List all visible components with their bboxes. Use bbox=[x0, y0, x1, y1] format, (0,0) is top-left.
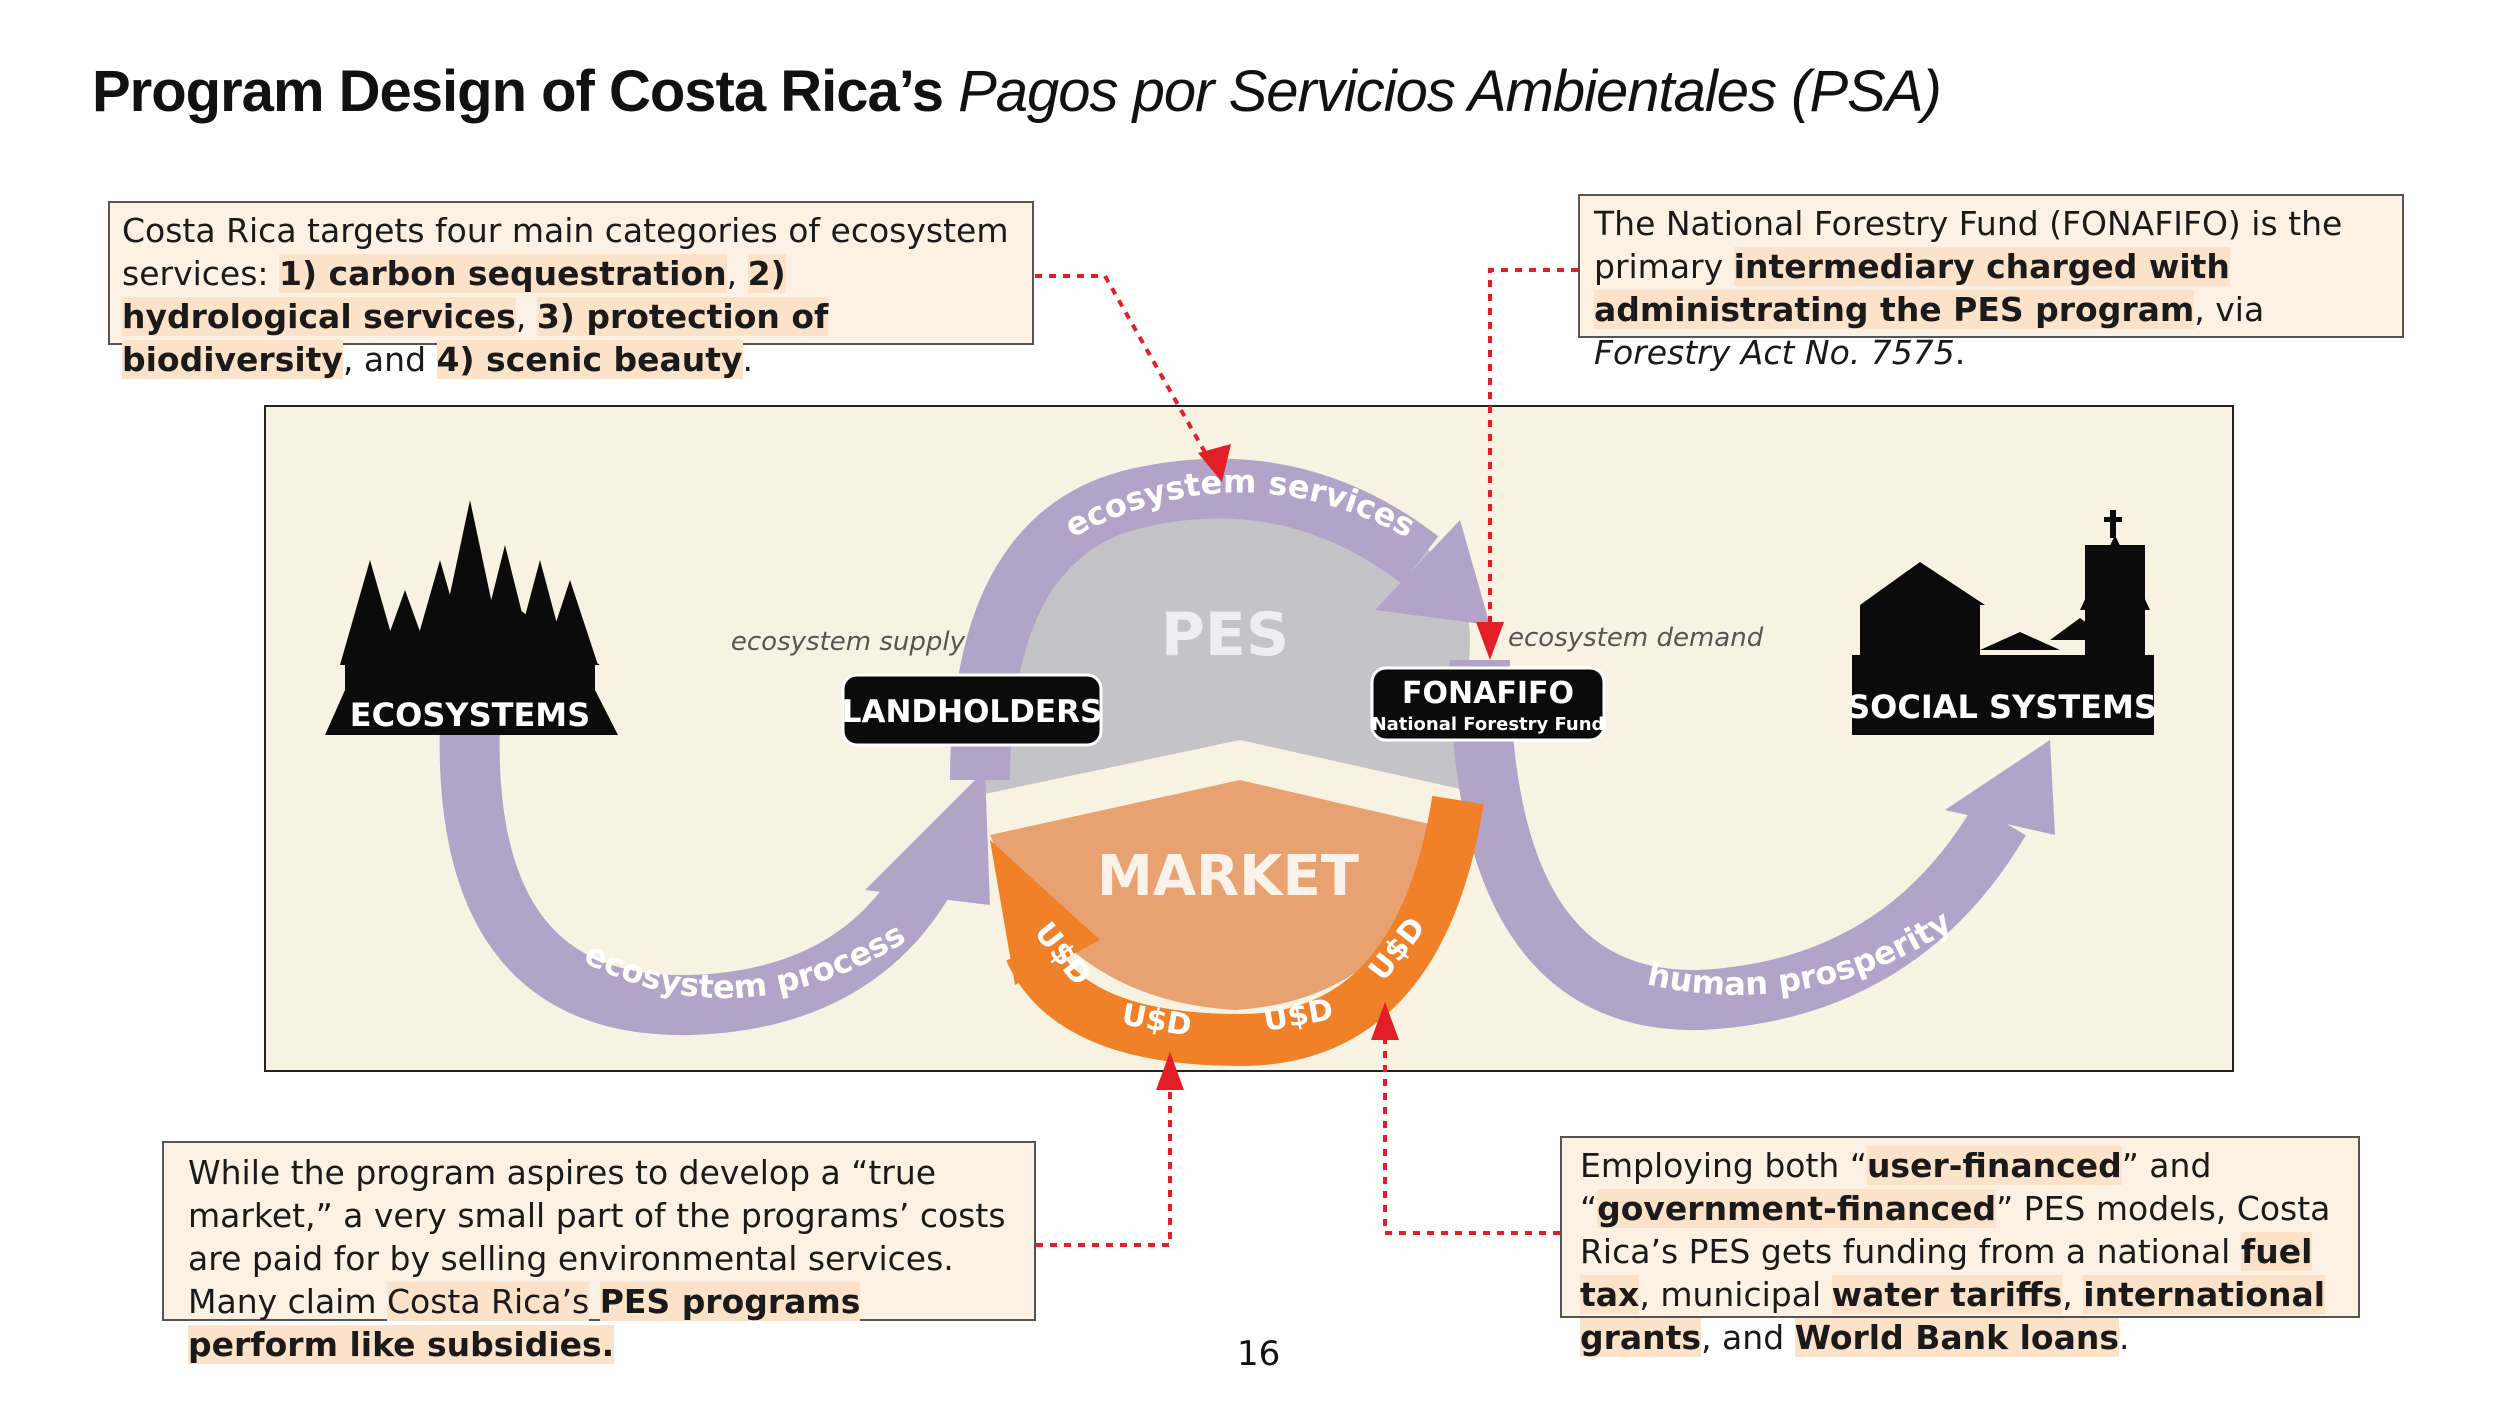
title-italic: Pagos por Servicios Ambientales (PSA) bbox=[958, 59, 1942, 124]
note-italic: Forestry Act No. 7575 bbox=[1594, 333, 1955, 372]
note-text: , bbox=[726, 254, 748, 293]
note-text: , bbox=[2062, 1275, 2084, 1314]
fonafifo-sublabel: National Forestry Fund bbox=[1372, 714, 1605, 735]
landholders-badge bbox=[841, 673, 1103, 747]
ecosystem-demand-label: ecosystem demand bbox=[1508, 623, 1764, 653]
page-title: Program Design of Costa Rica’s Pagos por… bbox=[92, 58, 1942, 125]
connector-bottom-right-arrowhead bbox=[1371, 1002, 1399, 1040]
social-systems-label: SOCIAL SYSTEMS bbox=[1847, 688, 2157, 726]
note-text: ” and “ bbox=[1580, 1146, 2212, 1228]
ecosystems-label: ECOSYSTEMS bbox=[350, 696, 590, 734]
note-text: , and bbox=[342, 340, 437, 379]
ecosystem-process-arrow bbox=[439, 718, 957, 1036]
connector-bottom-left bbox=[1036, 1085, 1172, 1247]
ecosystem-supply-label: ecosystem supply bbox=[731, 627, 966, 657]
fonafifo-label: FONAFIFO bbox=[1402, 676, 1574, 711]
note-highlight: 4) scenic beauty bbox=[436, 340, 743, 379]
ecosystem-services-arrowhead bbox=[1375, 520, 1490, 625]
note-highlight: user-financed bbox=[1866, 1146, 2122, 1185]
note-text: . bbox=[1954, 333, 1966, 372]
human-prosperity-arrow bbox=[1450, 659, 2026, 1031]
note-text bbox=[589, 1282, 600, 1321]
forest-icon bbox=[325, 500, 618, 735]
market-region bbox=[990, 780, 1455, 1010]
note-text: The National Forestry Fund (FONAFIFO) is… bbox=[1594, 204, 2343, 286]
note-highlight: Costa Rica’s bbox=[386, 1282, 590, 1321]
landholders-label: LANDHOLDERS bbox=[842, 694, 1103, 730]
note-text: . bbox=[2118, 1318, 2130, 1357]
note-text: , bbox=[515, 297, 537, 336]
fonafifo-badge bbox=[1370, 666, 1606, 742]
note-text: , municipal bbox=[1639, 1275, 1832, 1314]
title-bold: Program Design of Costa Rica’s bbox=[92, 59, 944, 124]
connector-bottom-right bbox=[1383, 1035, 1560, 1235]
town-icon bbox=[1852, 510, 2154, 735]
note-highlight: water tariffs bbox=[1831, 1275, 2063, 1314]
connector-top-left-arrowhead bbox=[1198, 444, 1231, 482]
note-text: . bbox=[742, 340, 754, 379]
human-prosperity-arrowhead bbox=[1945, 740, 2055, 835]
connector-top-right-arrowhead bbox=[1476, 622, 1504, 660]
note-highlight: 1) carbon sequestration bbox=[279, 254, 727, 293]
connector-bottom-left-arrowhead bbox=[1156, 1052, 1184, 1090]
connector-top-left bbox=[1035, 274, 1217, 471]
note-highlight: government-financed bbox=[1597, 1189, 1997, 1228]
note-text: Employing both “ bbox=[1580, 1146, 1867, 1185]
usd-flow-arrowhead bbox=[990, 840, 1100, 985]
note-fonafifo: The National Forestry Fund (FONAFIFO) is… bbox=[1578, 194, 2404, 372]
page-number: 16 bbox=[1237, 1334, 1281, 1374]
note-true-market: While the program aspires to develop a “… bbox=[162, 1141, 1036, 1364]
connector-top-right bbox=[1488, 268, 1578, 625]
note-text: ” PES models, Costa Rica’s PES gets fund… bbox=[1580, 1189, 2331, 1271]
note-text: , and bbox=[1701, 1318, 1795, 1357]
note-text: While the program aspires to develop a “… bbox=[188, 1153, 1006, 1321]
note-funding: Employing both “user-financed” and “gove… bbox=[1560, 1136, 2360, 1357]
note-ecosystem-services: Costa Rica targets four main categories … bbox=[108, 201, 1034, 379]
ecosystem-process-arrowhead bbox=[865, 770, 990, 905]
note-text: Costa Rica targets four main categories … bbox=[122, 211, 1009, 293]
note-highlight: World Bank loans bbox=[1794, 1318, 2119, 1357]
ecosystem-services-arrow bbox=[950, 458, 1439, 781]
usd-flow-arrow bbox=[1006, 795, 1484, 1067]
market-label: MARKET bbox=[1097, 844, 1359, 909]
pes-label: PES bbox=[1161, 600, 1289, 670]
note-text: , via bbox=[2194, 290, 2265, 329]
